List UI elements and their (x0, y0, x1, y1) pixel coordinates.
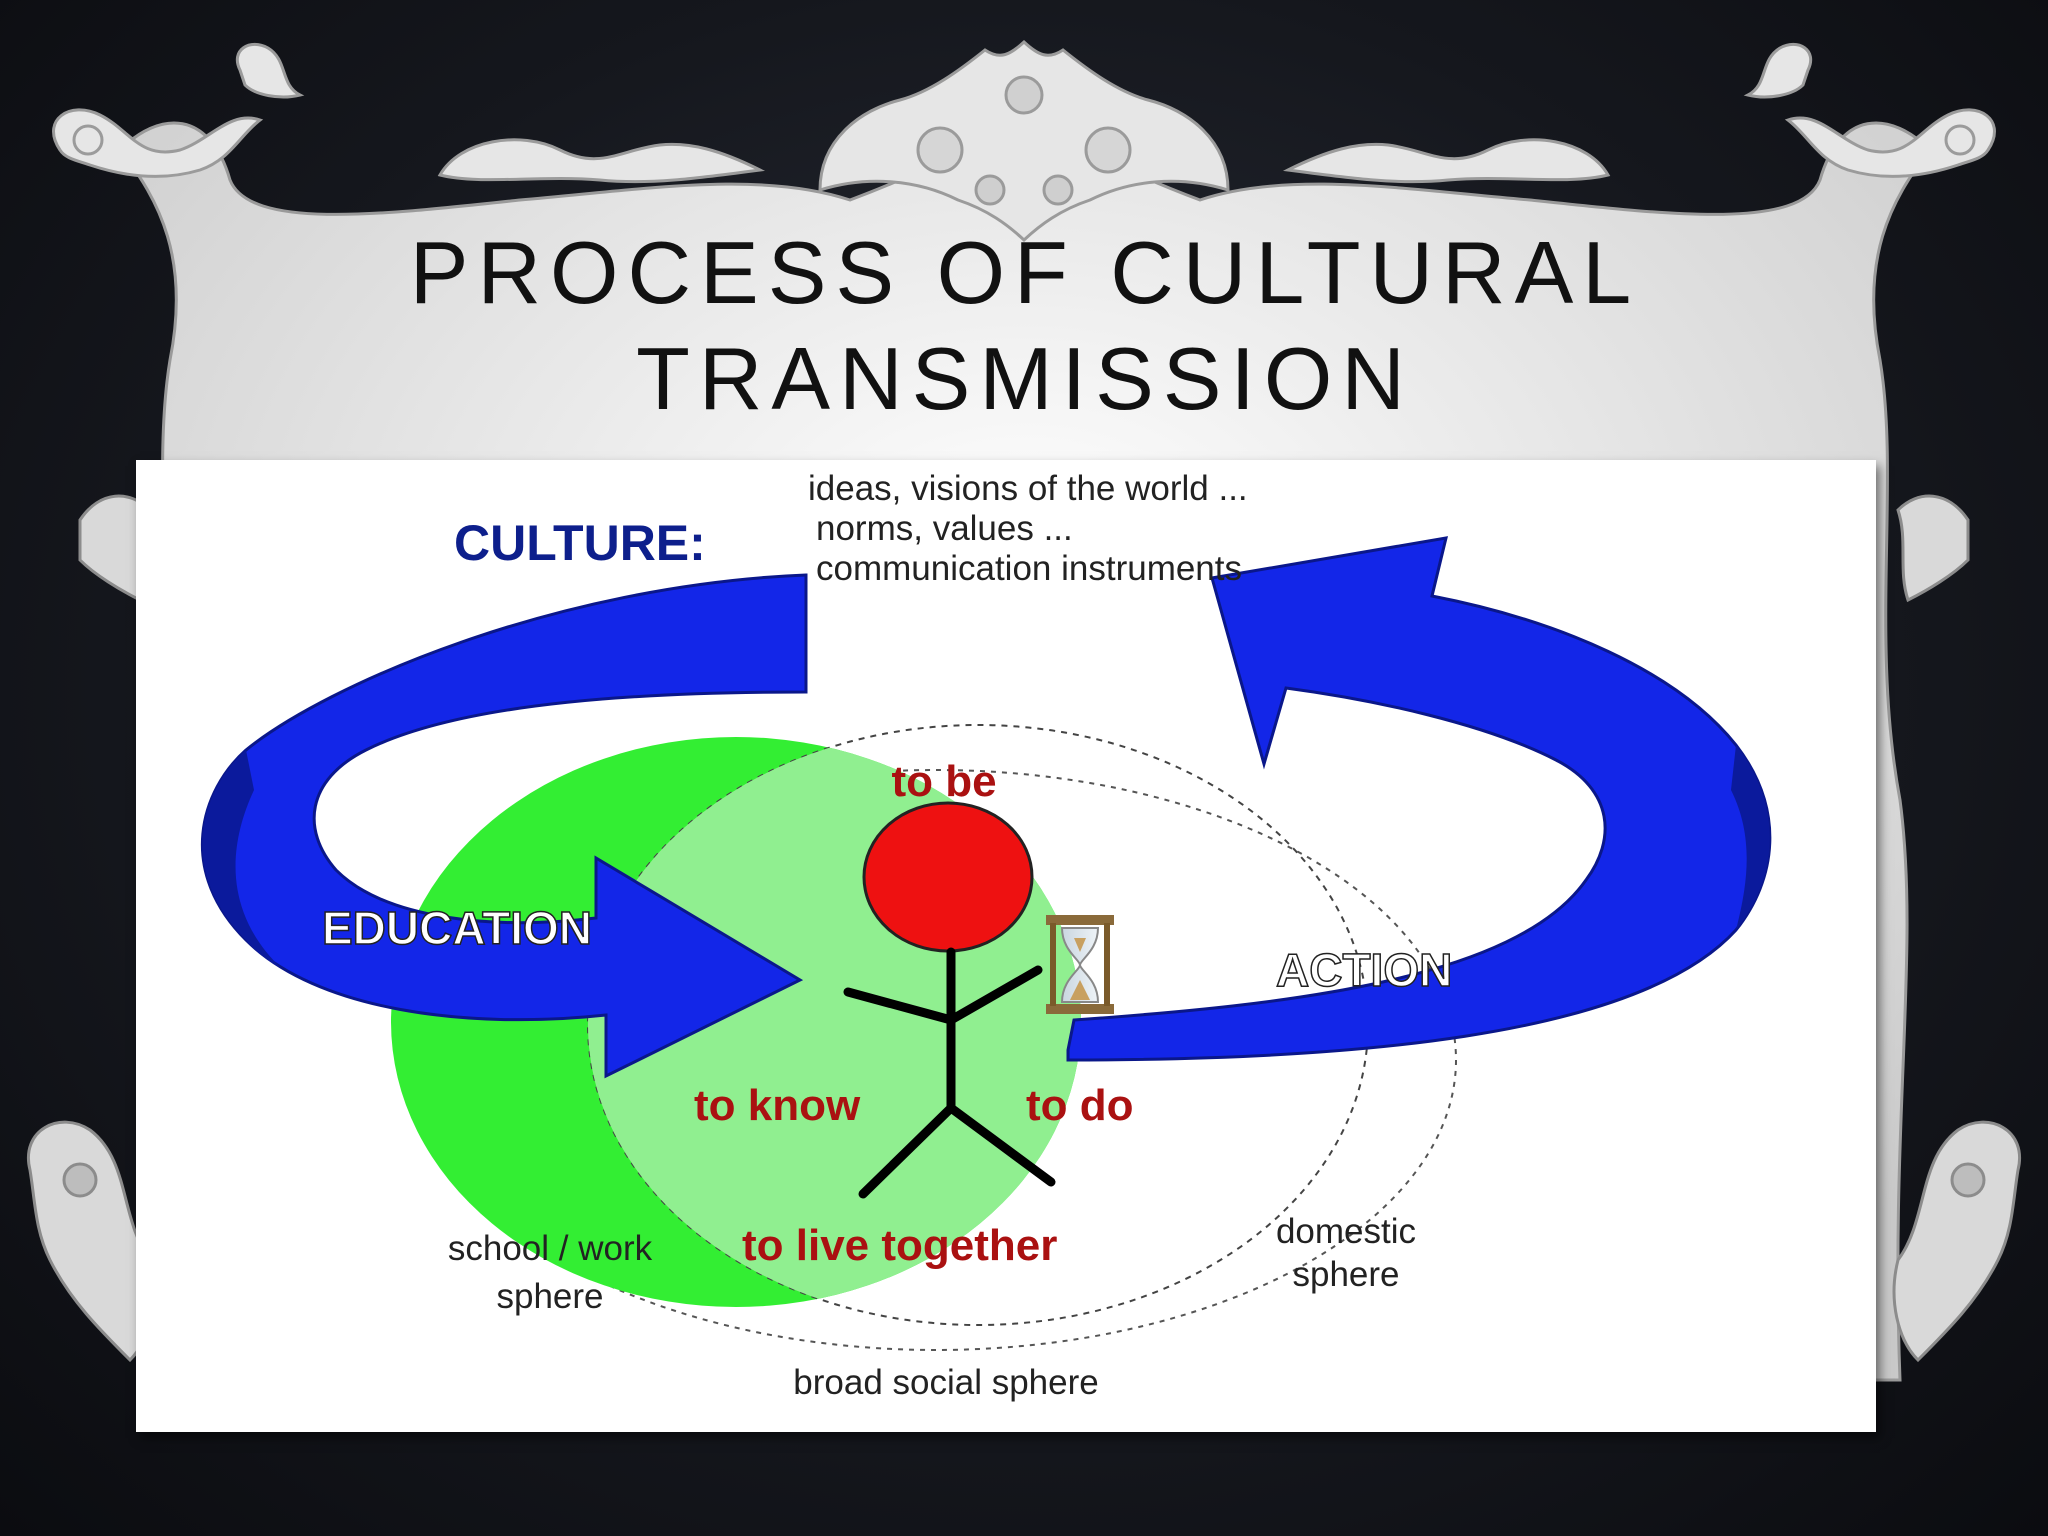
stick-figure-body (843, 947, 1056, 1199)
education-label: EDUCATION (322, 902, 592, 954)
education-arrow-shadow (202, 750, 281, 968)
to-do-label: to do (1026, 1081, 1134, 1130)
culture-heading: CULTURE: (454, 515, 706, 571)
culture-item-2: norms, values ... (816, 509, 1073, 548)
action-label: ACTION (1276, 944, 1452, 996)
action-arrow-shadow (1731, 745, 1770, 930)
to-be-label: to be (891, 757, 996, 806)
figure-head (862, 801, 1034, 953)
domestic-label-line-1: domestic (1276, 1212, 1416, 1251)
culture-item-3: communication instruments (816, 549, 1242, 588)
to-live-together-label: to live together (742, 1221, 1057, 1270)
top-ornaments (52, 39, 1996, 243)
hourglass-icon (1046, 915, 1114, 1014)
school-work-label-line-1: school / work (448, 1229, 653, 1268)
domestic-label-line-2: sphere (1292, 1255, 1399, 1294)
title-line-1: PROCESS OF CULTURAL (409, 223, 1641, 322)
school-work-label-line-2: sphere (496, 1277, 603, 1316)
culture-item-1: ideas, visions of the world ... (808, 469, 1248, 508)
action-arrow (1066, 536, 1772, 1062)
sphere-overlap (588, 737, 1081, 1307)
to-know-label: to know (694, 1081, 861, 1130)
cultural-transmission-diagram: CULTURE: ideas, visions of the world ...… (136, 460, 1876, 1432)
broad-social-sphere-outline (415, 769, 1457, 1351)
title-line-2: TRANSMISSION (636, 329, 1414, 428)
education-arrow (200, 573, 808, 1079)
diagram-canvas: CULTURE: ideas, visions of the world ...… (200, 469, 1772, 1402)
broad-social-sphere-label: broad social sphere (793, 1363, 1098, 1402)
slide-title: PROCESS OF CULTURAL TRANSMISSION (250, 220, 1800, 432)
